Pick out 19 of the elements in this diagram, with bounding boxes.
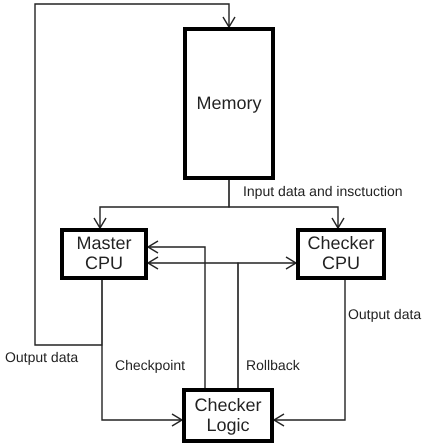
arrow bbox=[101, 280, 183, 427]
arrow bbox=[273, 280, 346, 427]
arrow bbox=[147, 240, 206, 388]
edge-label: Output data bbox=[348, 307, 422, 322]
process-box bbox=[296, 228, 386, 280]
flow-label: Output data bbox=[5, 350, 78, 366]
process-box bbox=[60, 228, 148, 280]
arrow bbox=[228, 180, 345, 229]
process-box bbox=[182, 388, 274, 443]
edge-label: Input data and insctuction bbox=[243, 184, 403, 200]
box-label: Master CPU bbox=[75, 234, 132, 274]
arrow bbox=[237, 256, 297, 388]
edge-label: Checkpoint bbox=[115, 358, 186, 374]
process-box bbox=[183, 27, 275, 180]
arrow bbox=[34, 3, 236, 346]
box-label: Checker CPU bbox=[306, 234, 376, 274]
edge-label: Rollback bbox=[246, 358, 300, 374]
box-label: Checker Logic bbox=[193, 396, 263, 436]
box-label: Memory bbox=[196, 94, 262, 114]
